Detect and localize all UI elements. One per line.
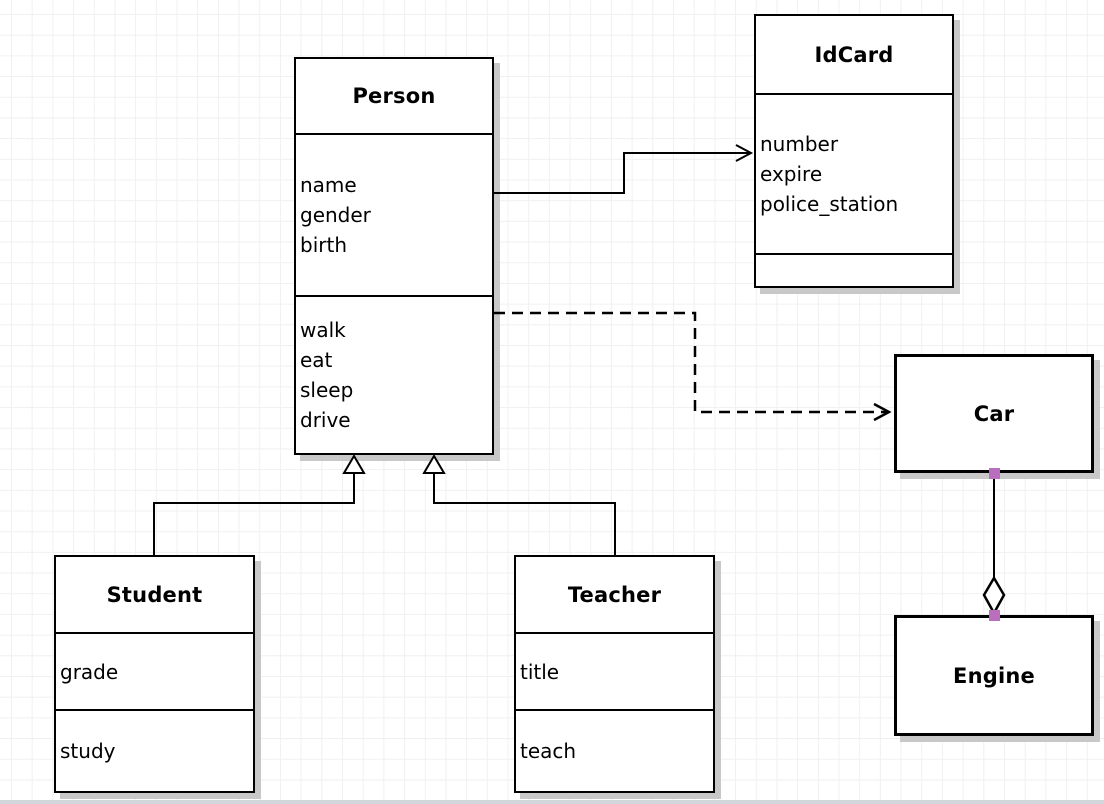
class-student-methods: study bbox=[60, 739, 116, 763]
generalization-student-person[interactable] bbox=[153, 454, 366, 555]
class-person-title: Person bbox=[296, 59, 492, 135]
class-student-attributes: grade bbox=[56, 634, 253, 711]
generalization-teacher-person[interactable] bbox=[422, 454, 616, 555]
class-person-attributes: name gender birth bbox=[296, 135, 492, 297]
dependency-person-car[interactable] bbox=[494, 311, 892, 422]
class-person-methods: walk eat sleep drive bbox=[300, 318, 354, 432]
generalization-line bbox=[153, 473, 355, 555]
aggregation-car-engine[interactable] bbox=[982, 468, 1006, 621]
class-engine-title: Engine bbox=[953, 663, 1035, 688]
association-line bbox=[494, 152, 750, 194]
class-car-title: Car bbox=[973, 401, 1015, 426]
class-idcard-methods bbox=[756, 255, 952, 286]
class-student[interactable]: Student grade study bbox=[54, 555, 255, 793]
open-arrowhead-icon bbox=[735, 144, 754, 162]
class-teacher-title: Teacher bbox=[516, 557, 713, 634]
hollow-triangle-icon bbox=[422, 454, 446, 474]
class-idcard-title: IdCard bbox=[756, 16, 952, 95]
class-teacher[interactable]: Teacher title teach bbox=[514, 555, 715, 793]
class-engine[interactable]: Engine bbox=[894, 615, 1094, 736]
class-teacher-attributes: title bbox=[516, 634, 713, 711]
canvas-bottom-edge bbox=[0, 800, 1104, 804]
class-idcard[interactable]: IdCard number expire police_station bbox=[754, 14, 954, 288]
class-student-title: Student bbox=[56, 557, 253, 634]
class-idcard-attributes: number expire police_station bbox=[756, 95, 952, 255]
dependency-line bbox=[494, 311, 888, 414]
generalization-line bbox=[433, 473, 616, 555]
hollow-triangle-icon bbox=[342, 454, 366, 474]
hollow-diamond-icon bbox=[982, 575, 1006, 616]
open-arrowhead-icon bbox=[873, 402, 892, 422]
association-person-idcard[interactable] bbox=[494, 144, 754, 194]
class-teacher-methods: teach bbox=[520, 739, 577, 763]
class-person[interactable]: Person name gender birth walk eat sleep … bbox=[294, 57, 494, 455]
class-car[interactable]: Car bbox=[894, 354, 1094, 473]
